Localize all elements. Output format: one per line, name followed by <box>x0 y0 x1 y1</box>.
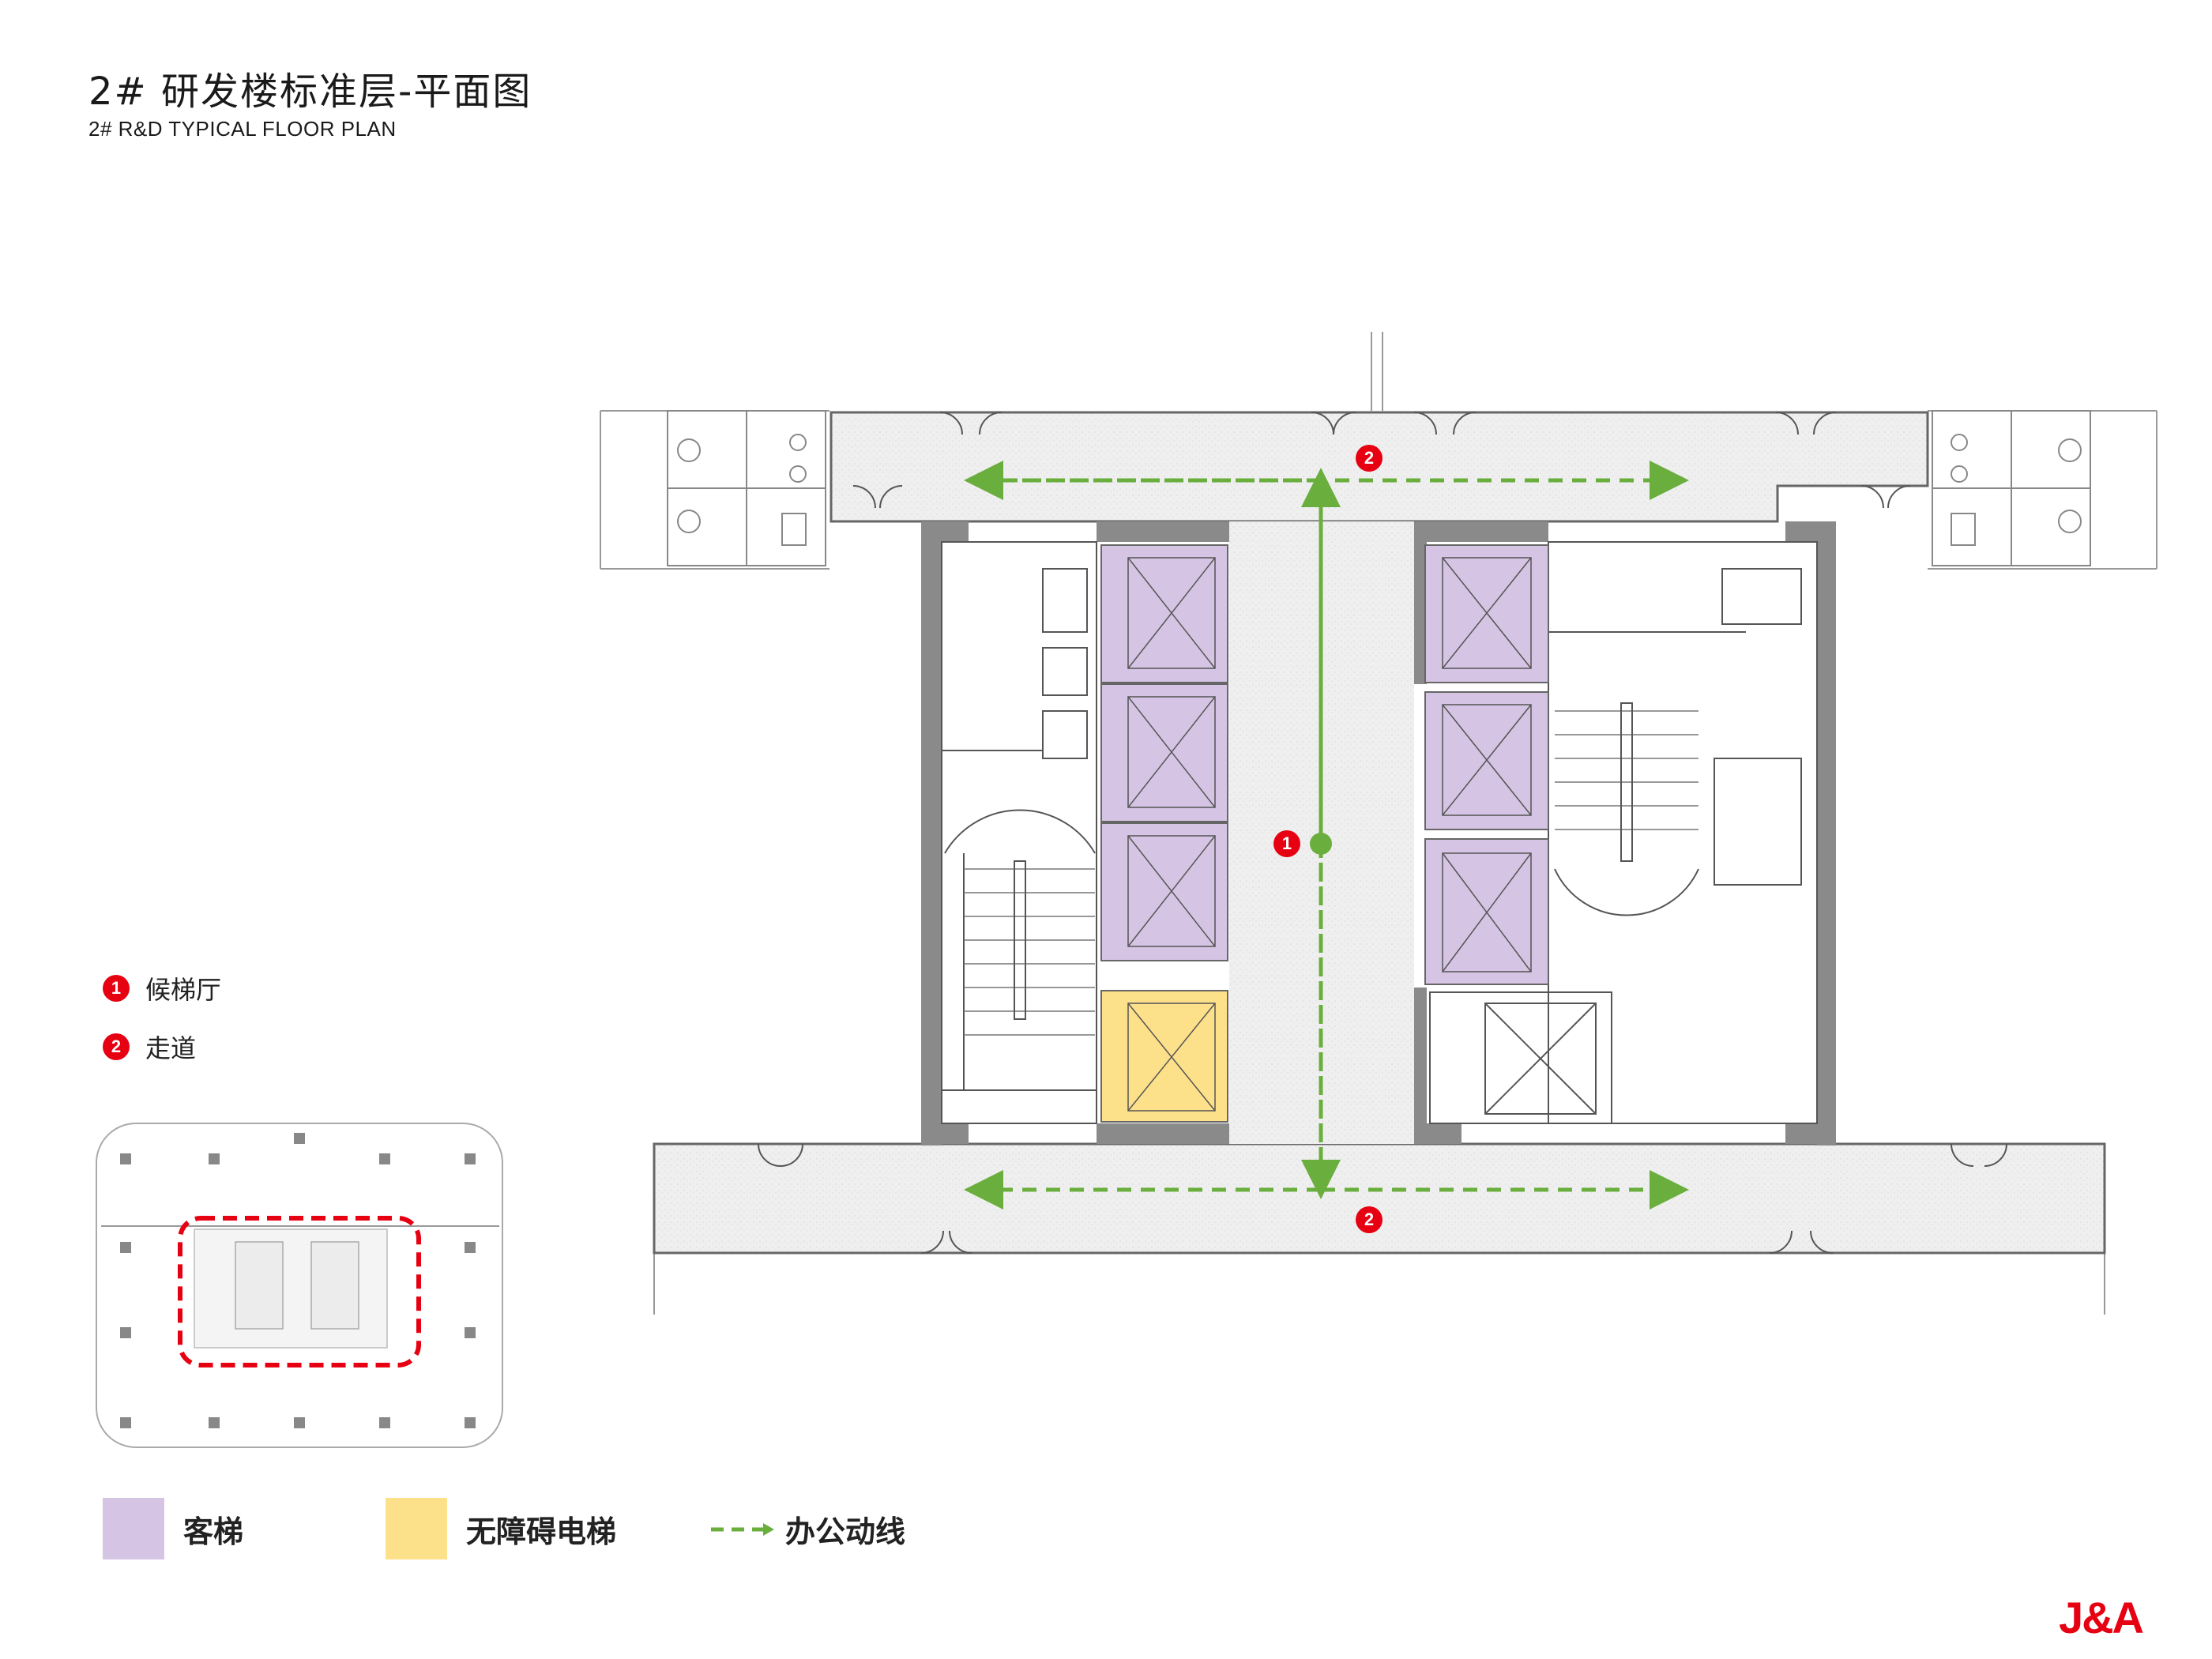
note-label: 走道 <box>145 1033 197 1063</box>
doors <box>758 412 2007 1254</box>
office-route <box>964 461 1689 1209</box>
note-corridor: 2 走道 <box>103 1029 196 1065</box>
passenger-lifts-right <box>1424 544 1549 985</box>
note-number: 2 <box>103 1033 130 1060</box>
passenger-lifts-left <box>1100 544 1228 1123</box>
toilet-block-left <box>667 410 826 566</box>
legend-label: 无障碍电梯 <box>466 1514 617 1549</box>
legend-swatch <box>103 1498 164 1559</box>
marker-corridor-bottom: 2 <box>1356 1206 1382 1233</box>
legend-swatch-spacer <box>711 1498 774 1559</box>
company-logo: J&A <box>2058 1593 2144 1642</box>
core-walls <box>921 521 1836 1146</box>
note-label: 候梯厅 <box>145 975 222 1005</box>
page-subtitle: 2# R&D TYPICAL FLOOR PLAN <box>88 117 397 141</box>
key-plan <box>96 1123 503 1448</box>
legend-swatch <box>386 1498 447 1559</box>
legend-passenger-lift: 客梯 <box>103 1498 243 1559</box>
marker-lift-lobby: 1 <box>1273 830 1300 857</box>
legend-label: 客梯 <box>183 1514 244 1549</box>
legend-office-route: 办公动线 <box>711 1498 905 1559</box>
note-lift-lobby: 1 候梯厅 <box>103 970 221 1006</box>
legend-label: 办公动线 <box>785 1514 906 1549</box>
core-interior <box>941 541 1818 1124</box>
lobby-point <box>1310 833 1332 855</box>
note-number: 1 <box>103 975 130 1002</box>
marker-corridor-top: 2 <box>1356 445 1382 472</box>
page-title: 2# 研发楼标准层-平面图 <box>88 70 532 114</box>
corridor-bottom <box>653 1142 2106 1255</box>
toilet-block-right <box>1932 410 2091 566</box>
legend-route-swatch <box>711 1523 774 1536</box>
legend-accessible-lift: 无障碍电梯 <box>386 1498 616 1559</box>
corridor-top <box>830 411 1929 523</box>
key-plan-highlight <box>178 1216 421 1367</box>
